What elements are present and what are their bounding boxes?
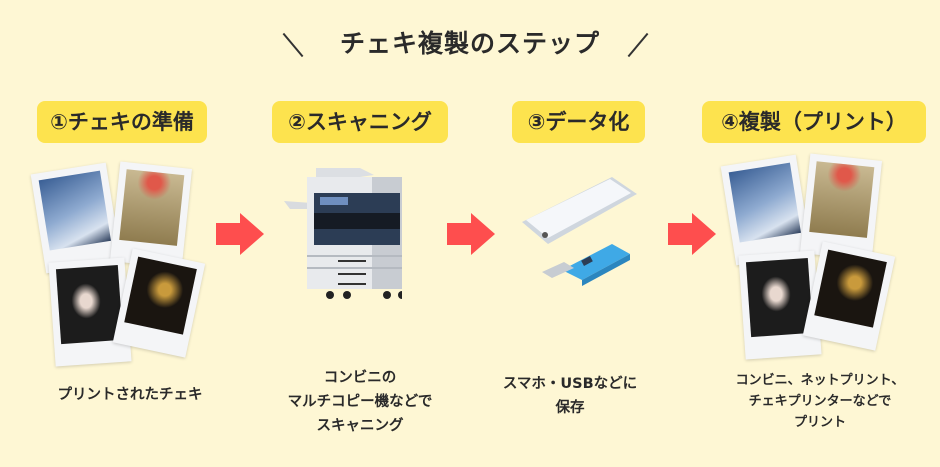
photo-night [802, 241, 896, 351]
step-1-description: プリントされたチェキ [57, 387, 203, 403]
copier-icon [284, 168, 402, 299]
arrow-icon [216, 213, 264, 255]
step-3-description: スマホ・USBなどに 保存 [502, 376, 638, 416]
arrow-icon [668, 213, 716, 255]
photo-night [112, 248, 206, 358]
step-1-label: ①チェキの準備 [37, 101, 207, 143]
step-2-description: コンビニの マルチコピー機などで スキャニング [287, 370, 433, 434]
step-3-label: ③データ化 [512, 101, 645, 143]
step-2-label: ②スキャニング [272, 101, 448, 143]
photo-sky [30, 162, 122, 274]
smartphone-usb-icon [522, 177, 637, 286]
arrow-icon [447, 213, 495, 255]
step-4-label: ④複製（プリント） [702, 101, 926, 143]
page-title: チェキ複製のステップ [339, 29, 600, 58]
step-4-description: コンビニ、ネットプリント、 チェキプリンターなどで プリント [735, 373, 905, 430]
photo-sky [720, 154, 812, 266]
